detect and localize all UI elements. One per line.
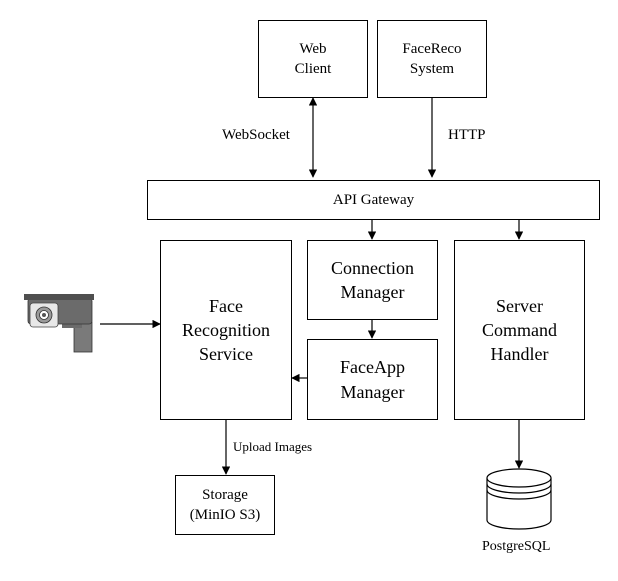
web-client-box: Web Client [258, 20, 368, 98]
http-edge-label: HTTP [448, 127, 486, 143]
database-cylinder-icon [486, 468, 552, 530]
storage-label: Storage (MinIO S3) [189, 486, 261, 523]
server-command-handler-box: Server Command Handler [454, 240, 585, 420]
facereco-system-box: FaceReco System [377, 20, 487, 98]
upload-images-edge-label: Upload Images [233, 439, 313, 454]
facereco-system-label: FaceReco System [402, 40, 462, 77]
security-camera-icon [24, 294, 94, 353]
faceapp-manager-label: FaceApp Manager [340, 357, 405, 402]
connection-manager-box: Connection Manager [307, 240, 438, 320]
web-client-label: Web Client [294, 40, 332, 77]
server-command-handler-label: Server Command Handler [482, 295, 557, 365]
face-recognition-service-label: Face Recognition Service [182, 295, 270, 365]
api-gateway-box: API Gateway [147, 180, 600, 220]
postgresql-label: PostgreSQL [482, 539, 551, 554]
websocket-edge-label: WebSocket [222, 127, 290, 143]
storage-box: Storage (MinIO S3) [175, 475, 275, 535]
connection-manager-label: Connection Manager [331, 257, 414, 302]
api-gateway-label: API Gateway [332, 191, 415, 208]
faceapp-manager-box: FaceApp Manager [307, 339, 438, 420]
face-recognition-service-box: Face Recognition Service [160, 240, 292, 420]
